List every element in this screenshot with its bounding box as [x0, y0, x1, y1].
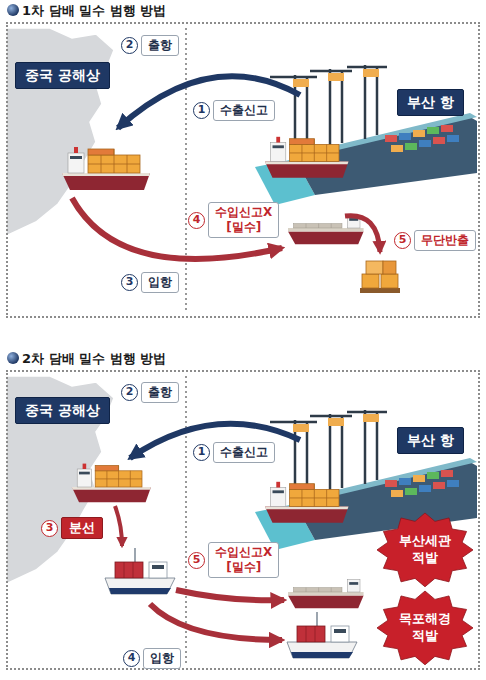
panel-title: 2차 담배 밀수 범행 방법	[22, 350, 166, 368]
callout-number: 2	[121, 37, 138, 54]
step-box: 무단반출	[414, 230, 476, 251]
callout-number: 5	[394, 232, 411, 249]
panel-title: 1차 담배 밀수 범행 방법	[22, 2, 166, 20]
step-box: 수출신고	[213, 442, 275, 463]
callout-number: 2	[121, 384, 138, 401]
callout-number: 5	[188, 552, 205, 569]
box-label: 부산 항	[407, 432, 454, 449]
callout-number: 4	[123, 650, 140, 667]
box-label: 입항	[148, 275, 172, 290]
step-box: 수입신고X [밀수]	[208, 202, 279, 238]
box-label: 중국 공해상	[25, 67, 100, 84]
callout-number: 3	[41, 520, 58, 537]
method-panel: 2차 담배 밀수 범행 방법중국 공해상부산 항출항수출신고분선수입신고X [밀…	[6, 370, 480, 670]
box-label: 출항	[148, 385, 172, 400]
callout-number: 1	[193, 444, 210, 461]
step-box: 수출신고	[213, 100, 275, 121]
box-label: 부산세관 적발	[399, 533, 451, 567]
alert-burst: 목포해경 적발	[377, 591, 473, 665]
callout-number: 3	[121, 274, 138, 291]
region-label: 부산 항	[397, 427, 464, 454]
callout-number: 4	[188, 212, 205, 229]
box-label: 중국 공해상	[25, 402, 100, 419]
box-label: 수출신고	[220, 445, 268, 460]
box-label: 무단반출	[421, 233, 469, 248]
step-box: 입항	[141, 272, 179, 293]
box-label: 수출신고	[220, 103, 268, 118]
split-box: 분선	[61, 517, 103, 539]
box-label: 분선	[69, 520, 95, 536]
box-label: 부산 항	[407, 94, 454, 111]
step-box: 입항	[143, 648, 181, 669]
region-label: 부산 항	[397, 89, 464, 116]
step-box: 출항	[141, 35, 179, 56]
region-label: 중국 공해상	[15, 397, 110, 424]
box-label: 수입신고X [밀수]	[215, 545, 272, 575]
box-label: 수입신고X [밀수]	[215, 205, 272, 235]
box-label: 목포해경 적발	[399, 611, 451, 645]
step-box: 출항	[141, 382, 179, 403]
alert-burst: 부산세관 적발	[377, 513, 473, 587]
step-box: 수입신고X [밀수]	[208, 542, 279, 578]
callout-number: 1	[193, 102, 210, 119]
box-label: 입항	[150, 651, 174, 666]
box-label: 출항	[148, 38, 172, 53]
method-panel: 1차 담배 밀수 범행 방법중국 공해상부산 항출항수출신고입항수입신고X [밀…	[6, 22, 480, 318]
region-label: 중국 공해상	[15, 62, 110, 89]
